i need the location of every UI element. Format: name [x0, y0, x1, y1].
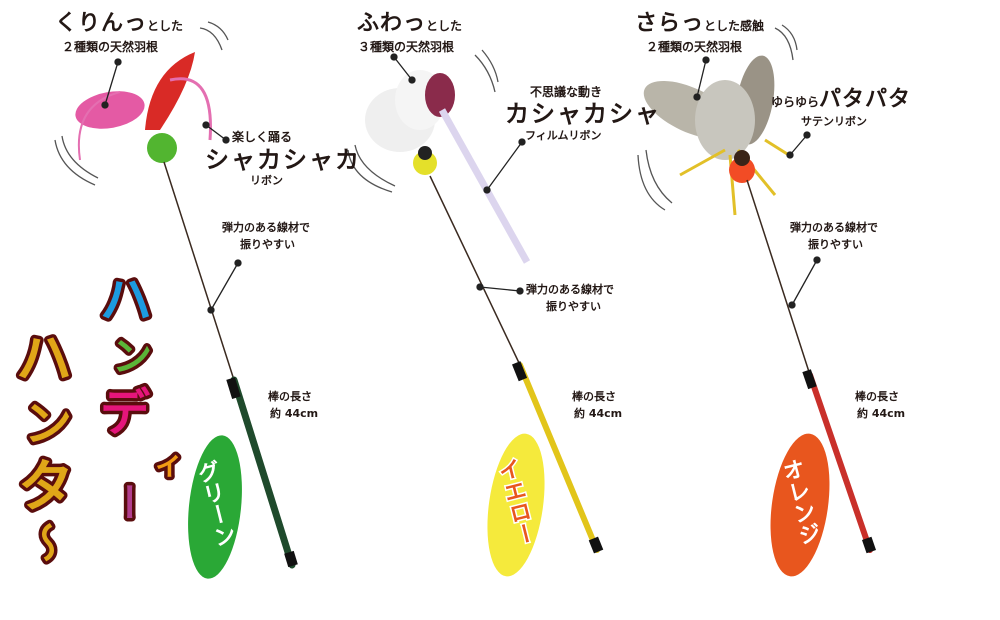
ribbon-pre-green: 楽しく踊る	[232, 130, 293, 144]
length-value-yellow: 約 44cm	[574, 407, 623, 420]
ribbon-big-green: シャカシャカ	[205, 146, 361, 174]
svg-text:ン: ン	[112, 334, 152, 380]
svg-text:デ: デ	[100, 384, 151, 442]
logo-handy-hunter: ハ ン デ ィ ー ハ ン タ 〜	[13, 268, 188, 566]
svg-text:ン: ン	[24, 396, 72, 452]
toy-green	[75, 52, 298, 569]
wire-line2-orange: 振りやすい	[808, 238, 863, 251]
svg-text:ハ: ハ	[100, 271, 152, 331]
svg-text:ィ: ィ	[154, 447, 184, 482]
svg-text:〜: 〜	[21, 522, 67, 562]
wire-line2-green: 振りやすい	[240, 238, 295, 251]
feather-sub-yellow: ３種類の天然羽根	[358, 40, 455, 54]
ribbon-sub-green: リボン	[250, 174, 283, 187]
feather-headline-yellow: ふわっとした	[357, 11, 463, 36]
ribbon-headline-orange: ゆらゆらパタパタ	[771, 87, 912, 112]
feather-headline-green: くりんっとした	[55, 11, 184, 36]
pompom	[729, 157, 755, 183]
feather-sub-green: ２種類の天然羽根	[62, 40, 159, 54]
wire-line1-green: 弾力のある線材で	[222, 221, 310, 234]
toy-orange	[643, 55, 877, 554]
length-label-yellow: 棒の長さ	[572, 390, 616, 403]
color-badge-green: グリーン	[188, 435, 242, 579]
pompom	[413, 151, 437, 175]
toy-yellow	[365, 53, 604, 554]
color-badge-yellow: イエロー	[487, 433, 545, 577]
color-badge-orange: オレンジ	[770, 433, 830, 577]
wire-line1-orange: 弾力のある線材で	[790, 221, 878, 234]
length-label-orange: 棒の長さ	[855, 390, 899, 403]
feather-headline-orange: さらっとした感触	[635, 11, 765, 36]
ribbon-big-yellow: カシャカシャ	[505, 100, 661, 128]
ribbon-pre-yellow: 不思議な動き	[530, 85, 603, 99]
wire-line2-yellow: 振りやすい	[546, 300, 601, 313]
svg-text:ハ: ハ	[16, 327, 72, 392]
pompom	[147, 133, 177, 163]
length-label-green: 棒の長さ	[268, 390, 312, 403]
svg-text:ー: ー	[103, 482, 149, 522]
length-value-orange: 約 44cm	[857, 407, 906, 420]
motion-lines	[54, 21, 798, 211]
svg-text:タ: タ	[18, 455, 74, 520]
ribbon-sub-yellow: フィルムリボン	[525, 129, 602, 142]
ribbon-sub-orange: サテンリボン	[801, 115, 867, 128]
wire-line1-yellow: 弾力のある線材で	[526, 283, 614, 296]
feather-sub-orange: ２種類の天然羽根	[646, 40, 743, 54]
length-value-green: 約 44cm	[270, 407, 319, 420]
